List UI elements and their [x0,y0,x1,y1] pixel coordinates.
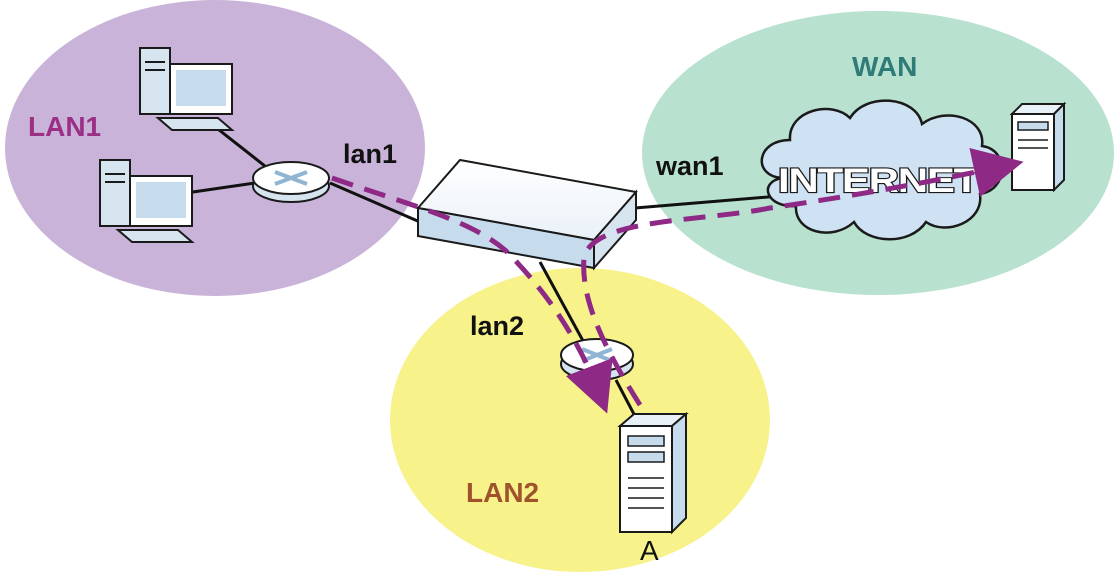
link-lan2-a [538,261,590,351]
wan-zone-label: WAN [852,51,917,82]
link-pc2-router [185,181,256,195]
link-wan1 [634,194,781,210]
link-lan1 [329,181,421,224]
flow-path-lan2-to-internet [581,147,1024,407]
lan2-zone [390,268,770,572]
link-pc1-router [213,124,271,172]
lan1-zone-label: LAN1 [28,111,101,142]
firewall-device-icon [416,158,638,271]
server-a-label: A [640,535,659,566]
server-icon [617,411,689,535]
flow-path-lan1-to-lan2 [331,175,613,414]
computer-icon [139,47,235,131]
link-lan2-b [614,379,638,419]
server-icon [1009,101,1067,193]
links [185,124,781,419]
port-label-lan2: lan2 [470,311,524,341]
flow-paths [331,147,1024,414]
computer-icon [99,159,195,243]
router-icon [252,161,330,203]
port-label-lan1: lan1 [343,139,397,169]
port-label-wan1: wan1 [655,151,724,181]
cloud-label: INTERNET [778,162,980,200]
lan2-zone-label: LAN2 [466,477,539,508]
